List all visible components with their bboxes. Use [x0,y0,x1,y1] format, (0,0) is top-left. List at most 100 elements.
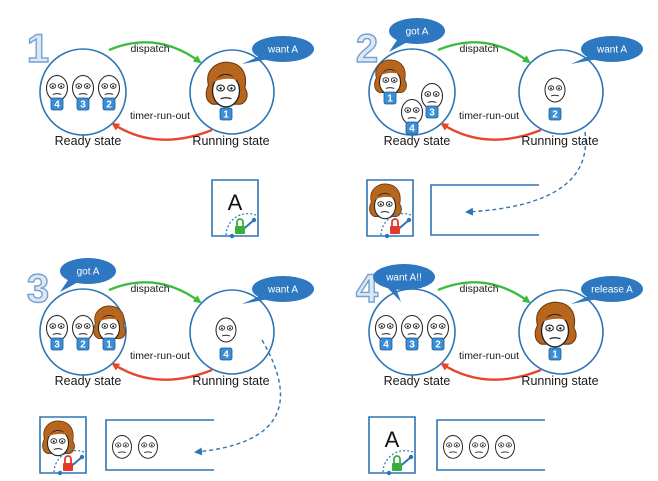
lock-icon [392,455,402,471]
pupil [558,87,560,90]
wait-queue [105,419,214,471]
badge-box [219,107,233,121]
lock-shackle [64,455,72,463]
face-outline [211,73,241,108]
face-outline [426,314,450,342]
pupil [112,85,115,88]
timer-run-out-label: timer-run-out [459,350,519,362]
pupil [507,444,510,447]
bubble-body [389,18,445,44]
badge-box [548,107,562,121]
ready-speech-bubble: got A [60,258,116,292]
face-outline [373,192,397,220]
pupil [415,109,418,112]
mouth [407,333,417,335]
hair-face-icon [534,301,577,348]
pupil [406,109,409,112]
dispatch-label: dispatch [459,43,498,55]
stick-face-icon [426,314,450,342]
bangs [212,75,240,83]
timer-run-out-arrow [440,122,542,141]
pupil [103,85,106,88]
pupil [229,327,231,330]
pupil [380,325,383,328]
stick-face-icon [45,314,69,342]
pupil [60,325,63,328]
pupil [52,440,55,443]
running-speech-bubble: want A [571,36,643,64]
badge-box [425,105,439,119]
mouth [52,333,62,335]
face-outline [400,98,424,126]
pupil [455,444,458,447]
hair-face-icon [42,420,75,457]
face-outline [46,429,70,457]
lock-icon [235,218,245,234]
badge-box [76,337,90,351]
stick-face-icon [443,435,463,459]
hair-face-icon [93,305,126,342]
badge-number: 1 [106,340,112,351]
badge-number: 2 [80,340,86,351]
bangs [379,70,401,76]
pupil [51,325,54,328]
bubble-body [581,276,643,302]
pupil [150,444,153,447]
badge-number: 1 [552,350,558,361]
resource-frame [368,416,416,474]
ready-state-label: Ready state [55,134,122,148]
resource-box [39,416,87,476]
resource-box: A [368,416,416,476]
running-speech-bubble: want A [242,36,314,64]
hair-face-icon [205,61,248,108]
pupil [221,327,223,330]
resource-box: A [211,179,259,239]
stick-face-icon [215,317,237,343]
ready-speech-bubble: got A [389,18,445,52]
mouth [449,451,457,454]
mouth [433,333,443,335]
pupil [389,325,392,328]
timer-arc [380,213,414,236]
dispatch-label: dispatch [130,283,169,295]
face-outline [400,314,424,342]
running-speech-bubble: release A [571,276,643,304]
bangs [47,431,69,437]
number-badge-icon: 3 [425,105,439,119]
timer-run-out-label: timer-run-out [459,110,519,122]
mouth [501,451,509,454]
running-state-label: Running state [521,134,598,148]
badge-number: 4 [223,350,229,361]
mouth [78,333,88,335]
pupil [393,79,396,82]
ready-state-label: Ready state [384,134,451,148]
queue-frame [105,419,214,471]
number-badge-icon: 2 [548,107,562,121]
pupil [219,87,222,90]
lock-shackle [393,455,401,463]
badge-box [102,337,116,351]
mouth [407,117,417,119]
hair-face-icon [374,59,407,96]
dashed-block-arrow [194,339,282,456]
number-badge-icon: 1 [219,107,233,121]
pupil [426,93,429,96]
face-outline [215,317,237,343]
dispatch-arrow [437,41,531,64]
bubble-body [581,36,643,62]
badge-number: 3 [80,100,86,111]
number-badge-icon: 2 [76,337,90,351]
badge-number: 3 [54,340,60,351]
mouth [220,97,232,100]
hair-face-icon [369,183,402,220]
stick-face-icon [45,74,69,102]
stick-face-icon [400,314,424,342]
face-outline [45,314,69,342]
pupil [86,325,89,328]
lock-body [63,463,73,471]
pupil [500,444,503,447]
bangs [98,316,120,322]
stick-face-icon [420,82,444,110]
badge-number: 4 [409,124,415,135]
